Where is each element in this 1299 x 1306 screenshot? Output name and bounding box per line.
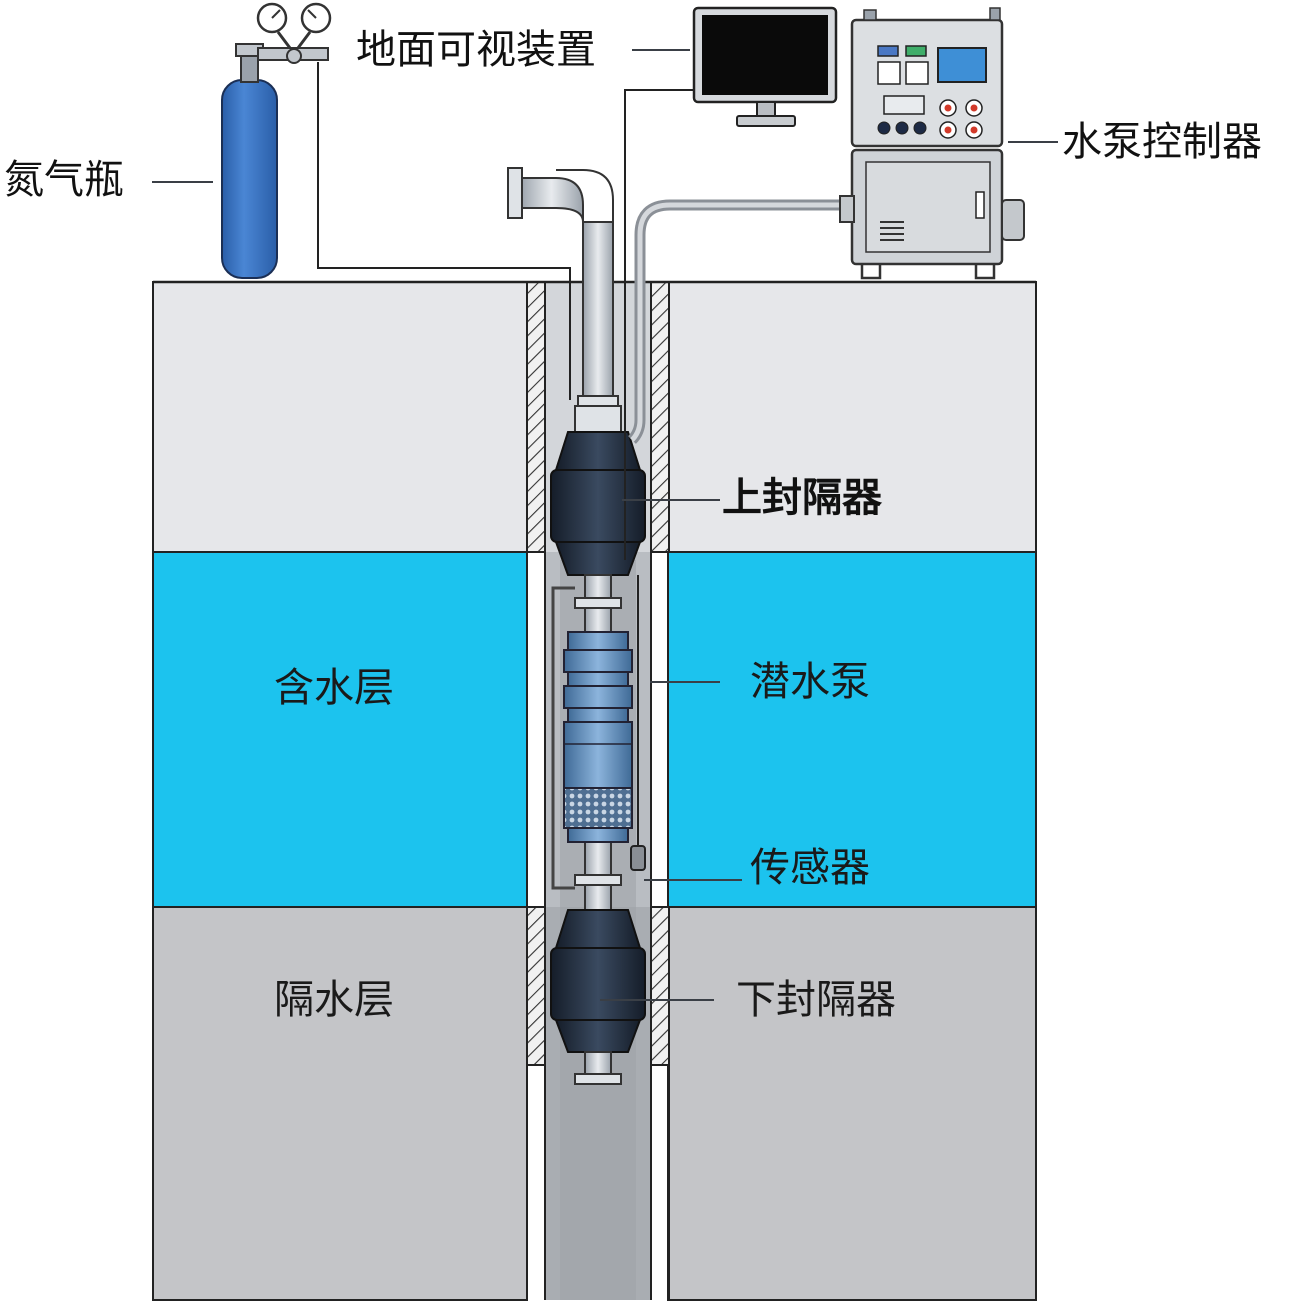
aquifer-layer-right <box>667 551 1037 908</box>
label-sensor: 传感器 <box>750 845 870 891</box>
aquifer-layer-left <box>152 551 528 908</box>
label-upper-packer: 上封隔器 <box>722 475 882 521</box>
upper-packer <box>550 405 646 576</box>
aquitard-layer-left <box>152 906 528 1301</box>
label-surface-display: 地面可视装置 <box>356 27 596 73</box>
outlet-elbow <box>519 177 584 223</box>
gauge-regulator <box>256 2 332 64</box>
lower-packer <box>550 884 646 1085</box>
top-layer-left <box>152 281 528 553</box>
pump-bracket <box>551 586 575 890</box>
aquitard-layer-right <box>667 906 1037 1301</box>
outlet-elbow-outer <box>556 169 614 222</box>
label-submersible-pump: 潜水泵 <box>750 659 870 705</box>
outlet-flange <box>507 167 523 219</box>
surface-display <box>692 6 838 127</box>
submersible-pump <box>563 631 633 843</box>
casing-wall-right-upper <box>650 281 670 553</box>
label-nitrogen-bottle: 氮气瓶 <box>4 157 124 203</box>
label-aquifer: 含水层 <box>274 665 394 711</box>
casing-wall-left-upper <box>526 281 546 553</box>
top-layer-right <box>667 281 1037 553</box>
label-pump-controller: 水泵控制器 <box>1062 119 1262 165</box>
display-cable <box>624 89 694 560</box>
pipe-coupling-2 <box>574 597 622 609</box>
nitrogen-line <box>317 62 571 400</box>
casing-wall-left-lower <box>526 906 546 1066</box>
pump-controller <box>839 7 1025 280</box>
pipe-coupling-1 <box>577 395 619 407</box>
pipe-coupling-3 <box>574 874 622 886</box>
label-aquitard: 隔水层 <box>274 977 394 1023</box>
sensor <box>630 575 646 871</box>
casing-wall-right-lower <box>650 906 670 1066</box>
nitrogen-bottle <box>221 43 278 279</box>
power-cable-core <box>630 202 850 442</box>
label-lower-packer: 下封隔器 <box>736 977 896 1023</box>
